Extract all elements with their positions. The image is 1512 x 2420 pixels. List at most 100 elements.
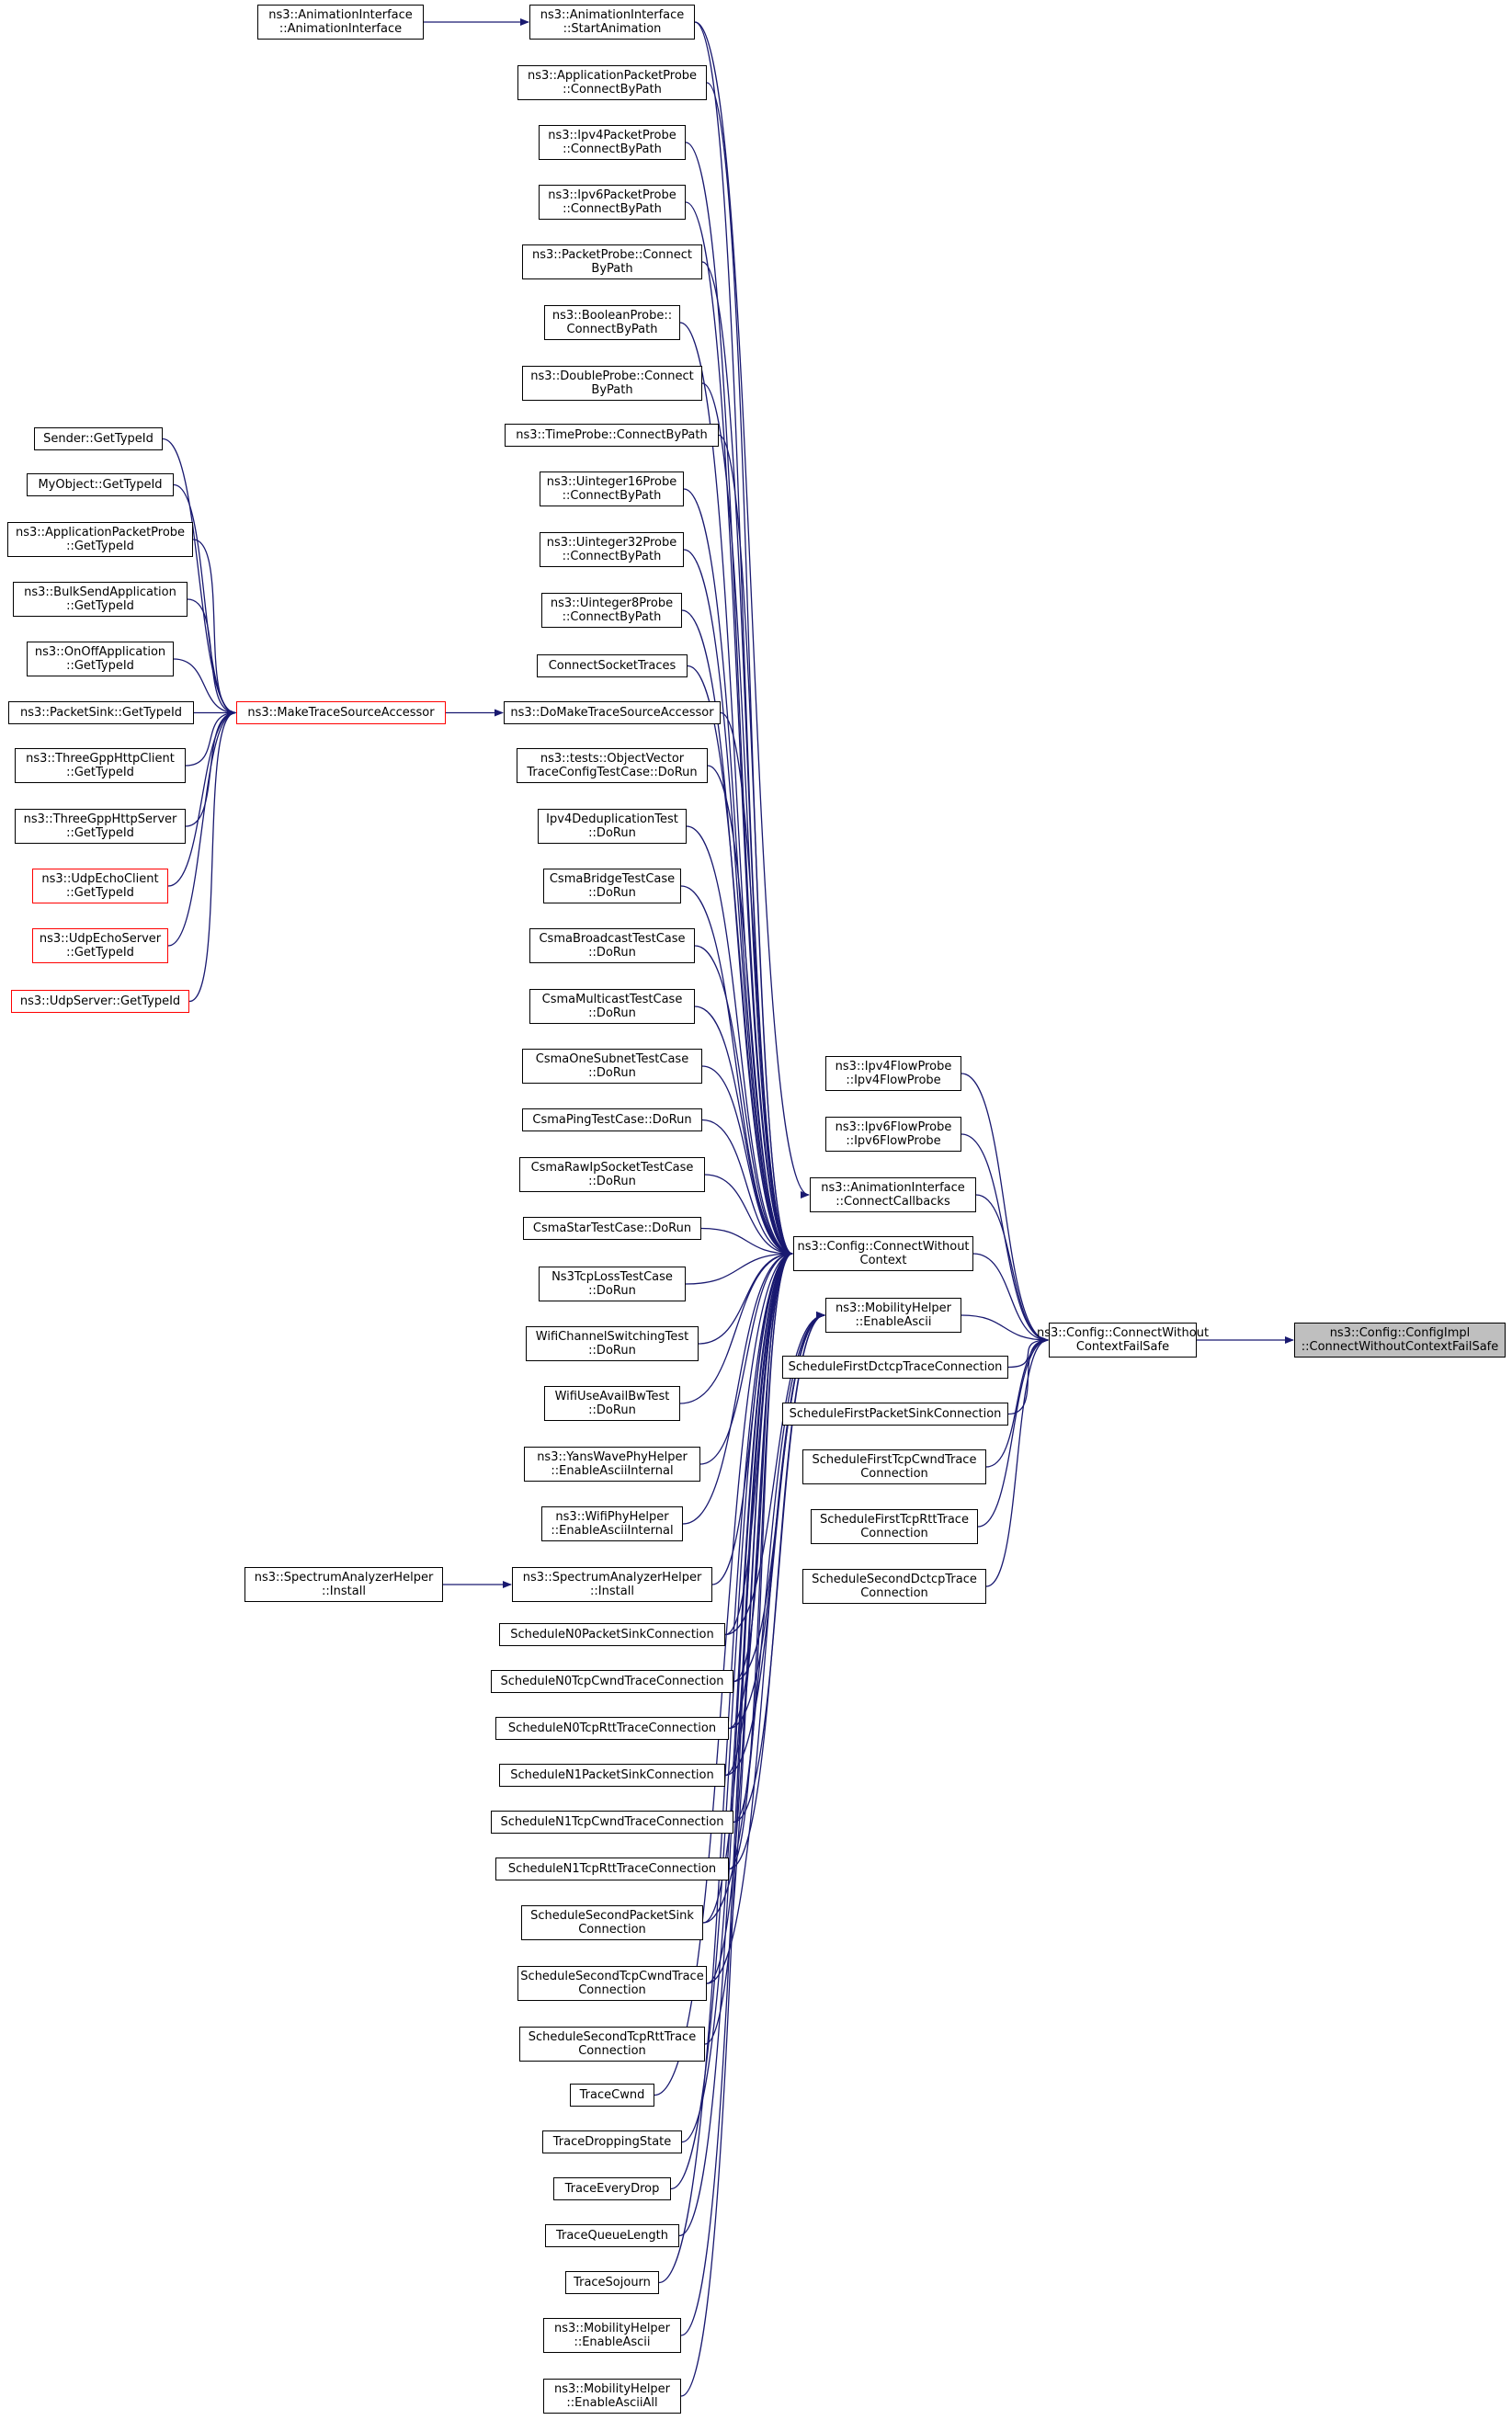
edge-tdrop-to-cwc xyxy=(681,1250,793,2143)
node-sftcpcwnd[interactable]: ScheduleFirstTcpCwndTrace Connection xyxy=(802,1449,986,1484)
node-cwc[interactable]: ns3::Config::ConnectWithout Context xyxy=(793,1236,973,1271)
node-csmaraw[interactable]: CsmaRawIpSocketTestCase ::DoRun xyxy=(519,1157,705,1192)
node-ns3tcp[interactable]: Ns3TcpLossTestCase ::DoRun xyxy=(539,1267,686,1301)
node-ipv4fp[interactable]: ns3::Ipv4FlowProbe ::Ipv4FlowProbe xyxy=(825,1056,961,1091)
node-sscw[interactable]: ScheduleSecondTcpCwndTrace Connection xyxy=(517,1966,707,2001)
node-sn1cw[interactable]: ScheduleN1TcpCwndTraceConnection xyxy=(491,1811,733,1834)
node-sftcprtt[interactable]: ScheduleFirstTcpRttTrace Connection xyxy=(811,1509,978,1544)
edge-csmabc-to-cwc xyxy=(694,945,793,1257)
node-ues[interactable]: ns3::UdpEchoServer ::GetTypeId xyxy=(32,928,168,963)
node-tsoj[interactable]: TraceSojourn xyxy=(565,2271,659,2294)
edge-pp-to-cwc xyxy=(701,261,793,1257)
node-onoff[interactable]: ns3::OnOffApplication ::GetTypeId xyxy=(27,642,174,676)
edge-sn0cw-to-cwc xyxy=(733,1250,793,1683)
node-myobj[interactable]: MyObject::GetTypeId xyxy=(27,473,174,496)
node-tp[interactable]: ns3::TimeProbe::ConnectByPath xyxy=(505,424,719,447)
node-sahi2[interactable]: ns3::SpectrumAnalyzerHelper ::Install xyxy=(244,1567,443,1602)
edge-ipv6pp-to-cwc xyxy=(685,201,793,1257)
node-mhea1[interactable]: ns3::MobilityHelper ::EnableAscii xyxy=(825,1298,961,1333)
node-ssrtt[interactable]: ScheduleSecondTcpRttTrace Connection xyxy=(519,2027,705,2062)
node-tdrop[interactable]: TraceDroppingState xyxy=(542,2130,682,2153)
node-focus[interactable]: ns3::Config::ConfigImpl ::ConnectWithout… xyxy=(1294,1323,1506,1358)
node-cst[interactable]: ConnectSocketTraces xyxy=(537,654,688,677)
node-tghc[interactable]: ns3::ThreeGppHttpClient ::GetTypeId xyxy=(15,748,186,783)
edge-yans-to-cwc xyxy=(699,1250,793,1465)
node-wifiab[interactable]: WifiUseAvailBwTest ::DoRun xyxy=(544,1386,680,1421)
node-ssdctcp[interactable]: ScheduleSecondDctcpTrace Connection xyxy=(802,1569,986,1604)
edge-tqlen-to-cwc xyxy=(678,1250,793,2237)
edge-sahi-to-cwc xyxy=(711,1250,793,1585)
edge-tp-to-cwc xyxy=(718,434,793,1257)
node-us[interactable]: ns3::UdpServer::GetTypeId xyxy=(11,990,189,1013)
edge-mhea2-to-cwc xyxy=(680,1250,793,2336)
node-csmaos[interactable]: CsmaOneSubnetTestCase ::DoRun xyxy=(522,1049,702,1084)
node-apppg[interactable]: ns3::ApplicationPacketProbe ::GetTypeId xyxy=(7,522,193,557)
node-aisa[interactable]: ns3::AnimationInterface ::StartAnimation xyxy=(529,5,695,40)
node-wifiphy[interactable]: ns3::WifiPhyHelper ::EnableAsciiInternal xyxy=(541,1506,683,1541)
node-bulk[interactable]: ns3::BulkSendApplication ::GetTypeId xyxy=(13,582,188,617)
edge-aisa-to-cwc xyxy=(694,21,793,1257)
node-ipv4pp[interactable]: ns3::Ipv4PacketProbe ::ConnectByPath xyxy=(539,125,686,160)
edge-csmamc-to-cwc xyxy=(694,1005,793,1257)
edge-ovtc-to-cwc xyxy=(707,765,793,1257)
node-tevery[interactable]: TraceEveryDrop xyxy=(553,2177,671,2200)
node-ipv4dd[interactable]: Ipv4DeduplicationTest ::DoRun xyxy=(538,809,687,844)
edge-csmaping-to-cwc xyxy=(701,1119,793,1257)
edge-sn1ps-to-cwc xyxy=(724,1250,793,1777)
edge-sn0rtt-to-cwc xyxy=(728,1250,793,1730)
edge-tghs-to-mtsa xyxy=(185,709,236,827)
node-sfpsink[interactable]: ScheduleFirstPacketSinkConnection xyxy=(782,1403,1008,1426)
node-sahi[interactable]: ns3::SpectrumAnalyzerHelper ::Install xyxy=(512,1567,712,1602)
node-ssps[interactable]: ScheduleSecondPacketSink Connection xyxy=(521,1905,703,1940)
node-csmaping[interactable]: CsmaPingTestCase::DoRun xyxy=(522,1108,702,1131)
edge-u32-to-cwc xyxy=(683,549,793,1257)
node-wifics[interactable]: WifiChannelSwitchingTest ::DoRun xyxy=(526,1326,699,1361)
node-ipv6fp[interactable]: ns3::Ipv6FlowProbe ::Ipv6FlowProbe xyxy=(825,1117,961,1152)
node-sfdctcp[interactable]: ScheduleFirstDctcpTraceConnection xyxy=(782,1356,1008,1379)
node-csmabr[interactable]: CsmaBridgeTestCase ::DoRun xyxy=(543,869,681,903)
node-psink[interactable]: ns3::PacketSink::GetTypeId xyxy=(8,701,194,724)
node-tqlen[interactable]: TraceQueueLength xyxy=(545,2224,679,2247)
edge-csmaos-to-cwc xyxy=(701,1065,793,1257)
node-yans[interactable]: ns3::YansWavePhyHelper ::EnableAsciiInte… xyxy=(524,1447,700,1482)
node-sn0ps[interactable]: ScheduleN0PacketSinkConnection xyxy=(499,1623,725,1646)
node-csmastar[interactable]: CsmaStarTestCase::DoRun xyxy=(523,1217,701,1240)
node-sn1rtt[interactable]: ScheduleN1TcpRttTraceConnection xyxy=(495,1858,729,1880)
edge-sn1ps-to-mhea1 xyxy=(724,1312,825,1777)
node-csmabc[interactable]: CsmaBroadcastTestCase ::DoRun xyxy=(529,928,695,963)
node-aia[interactable]: ns3::AnimationInterface ::AnimationInter… xyxy=(257,5,424,40)
node-mhea2[interactable]: ns3::MobilityHelper ::EnableAscii xyxy=(543,2318,681,2353)
node-cwcfs[interactable]: ns3::Config::ConnectWithout ContextFailS… xyxy=(1037,1323,1209,1358)
edge-dmtsa-to-cwc xyxy=(720,711,793,1257)
node-mtsa[interactable]: ns3::MakeTraceSourceAccessor xyxy=(236,701,446,724)
node-mheaa[interactable]: ns3::MobilityHelper ::EnableAsciiAll xyxy=(543,2379,681,2414)
node-pp[interactable]: ns3::PacketProbe::Connect ByPath xyxy=(522,244,702,279)
node-bp[interactable]: ns3::BooleanProbe:: ConnectByPath xyxy=(544,305,680,340)
edge-uec-to-mtsa xyxy=(167,709,236,887)
node-csmamc[interactable]: CsmaMulticastTestCase ::DoRun xyxy=(529,989,695,1024)
node-tcwnd[interactable]: TraceCwnd xyxy=(570,2084,654,2107)
node-dp[interactable]: ns3::DoubleProbe::Connect ByPath xyxy=(522,366,702,401)
node-ipv6pp[interactable]: ns3::Ipv6PacketProbe ::ConnectByPath xyxy=(539,185,686,220)
edge-us-to-mtsa xyxy=(188,709,236,1003)
edge-ns3tcp-to-cwc xyxy=(685,1250,793,1285)
node-ovtc[interactable]: ns3::tests::ObjectVector TraceConfigTest… xyxy=(517,748,708,783)
edge-ipv4pp-to-cwc xyxy=(685,142,793,1257)
node-tghs[interactable]: ns3::ThreeGppHttpServer ::GetTypeId xyxy=(15,809,186,844)
node-uec[interactable]: ns3::UdpEchoClient ::GetTypeId xyxy=(32,869,168,903)
node-u8[interactable]: ns3::Uinteger8Probe ::ConnectByPath xyxy=(541,593,682,628)
node-sn0cw[interactable]: ScheduleN0TcpCwndTraceConnection xyxy=(491,1670,733,1693)
node-u16[interactable]: ns3::Uinteger16Probe ::ConnectByPath xyxy=(540,472,684,506)
edge-u16-to-cwc xyxy=(683,488,793,1257)
node-sn0rtt[interactable]: ScheduleN0TcpRttTraceConnection xyxy=(495,1717,729,1740)
edge-ipv6fp-to-cwcfs xyxy=(961,1133,1049,1344)
edge-appprobe-to-cwc xyxy=(706,82,793,1257)
edge-csmastar-to-cwc xyxy=(700,1227,793,1257)
node-sender[interactable]: Sender::GetTypeId xyxy=(34,427,163,450)
node-dmtsa[interactable]: ns3::DoMakeTraceSourceAccessor xyxy=(504,701,721,724)
node-sn1ps[interactable]: ScheduleN1PacketSinkConnection xyxy=(499,1764,725,1787)
node-u32[interactable]: ns3::Uinteger32Probe ::ConnectByPath xyxy=(540,532,684,567)
node-aicc[interactable]: ns3::AnimationInterface ::ConnectCallbac… xyxy=(810,1177,976,1212)
node-appprobe[interactable]: ns3::ApplicationPacketProbe ::ConnectByP… xyxy=(517,65,707,100)
